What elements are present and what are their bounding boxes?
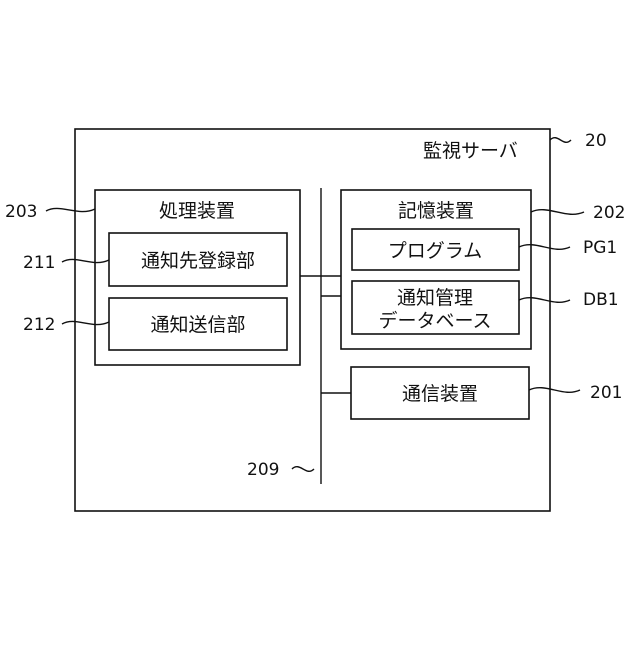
server-ref-leader (550, 138, 571, 143)
processor-ref: 203 (5, 202, 37, 222)
unit-notify-send-label: 通知送信部 (150, 314, 245, 336)
monitoring-server-title: 監視サーバ (423, 140, 518, 162)
unit-notify-register-ref: 211 (23, 253, 55, 273)
bus-ref: 209 (247, 460, 279, 480)
storage-ref: 202 (593, 203, 625, 223)
program-ref: PG1 (583, 238, 617, 258)
comm-ref: 201 (590, 383, 622, 403)
unit-notify-send-ref: 212 (23, 315, 55, 335)
database-label-line2: データベース (378, 310, 491, 332)
storage-title: 記憶装置 (398, 200, 474, 222)
database-label-line1: 通知管理 (397, 287, 473, 309)
program-label: プログラム (388, 240, 482, 262)
comm-label: 通信装置 (402, 383, 478, 405)
server-ref: 20 (585, 131, 607, 151)
unit-notify-register-label: 通知先登録部 (141, 250, 255, 272)
database-ref: DB1 (583, 290, 619, 310)
processor-title: 処理装置 (159, 200, 235, 222)
